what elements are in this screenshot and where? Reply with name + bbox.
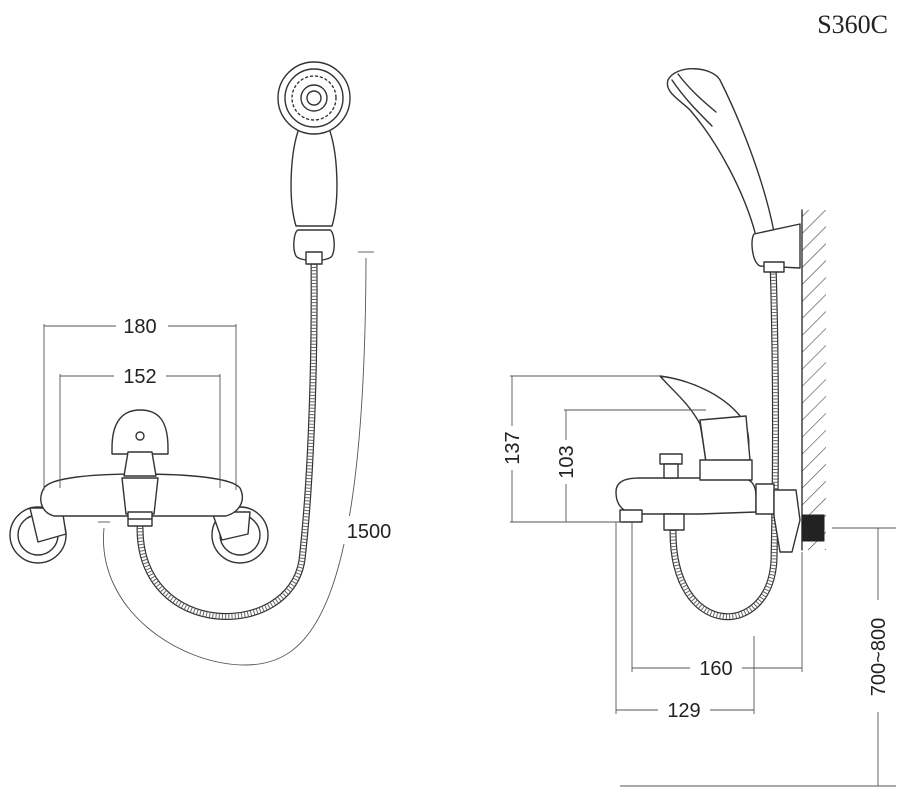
- dim-160-label: 160: [699, 658, 732, 680]
- dim-137-label: 137: [502, 431, 524, 464]
- dim-160: 160: [631, 522, 803, 680]
- outlet-body: [121, 477, 159, 515]
- dim-129: 129: [615, 522, 755, 722]
- dim-700-800-label: 700~800: [868, 618, 890, 696]
- right-wall-connector: [211, 506, 269, 564]
- dim-137: 137: [496, 375, 660, 523]
- front-view: 180 152 1500: [9, 61, 402, 666]
- hose-length-arc: [103, 257, 367, 666]
- dim-129-label: 129: [667, 700, 700, 722]
- dim-180-label: 180: [123, 316, 156, 338]
- dim-152-label: 152: [123, 366, 156, 388]
- side-view: 137 103 160 129 70: [496, 68, 896, 787]
- wall-hatch: [802, 210, 826, 550]
- dim-103-label: 103: [556, 445, 578, 478]
- front-hand-shower: [277, 61, 351, 265]
- dim-700-800: 700~800: [832, 527, 896, 786]
- dim-103: 103: [550, 409, 706, 522]
- model-label: S360C: [817, 10, 888, 39]
- wall-fitting: [801, 514, 825, 542]
- side-mixer-body: [615, 477, 757, 515]
- dim-1500-label: 1500: [347, 521, 392, 543]
- side-hand-shower: [666, 68, 801, 273]
- dim-180: 180: [43, 312, 237, 490]
- dim-152: 152: [59, 362, 221, 488]
- left-wall-connector: [9, 506, 67, 564]
- side-hose: [669, 258, 779, 621]
- front-hose: [136, 258, 318, 620]
